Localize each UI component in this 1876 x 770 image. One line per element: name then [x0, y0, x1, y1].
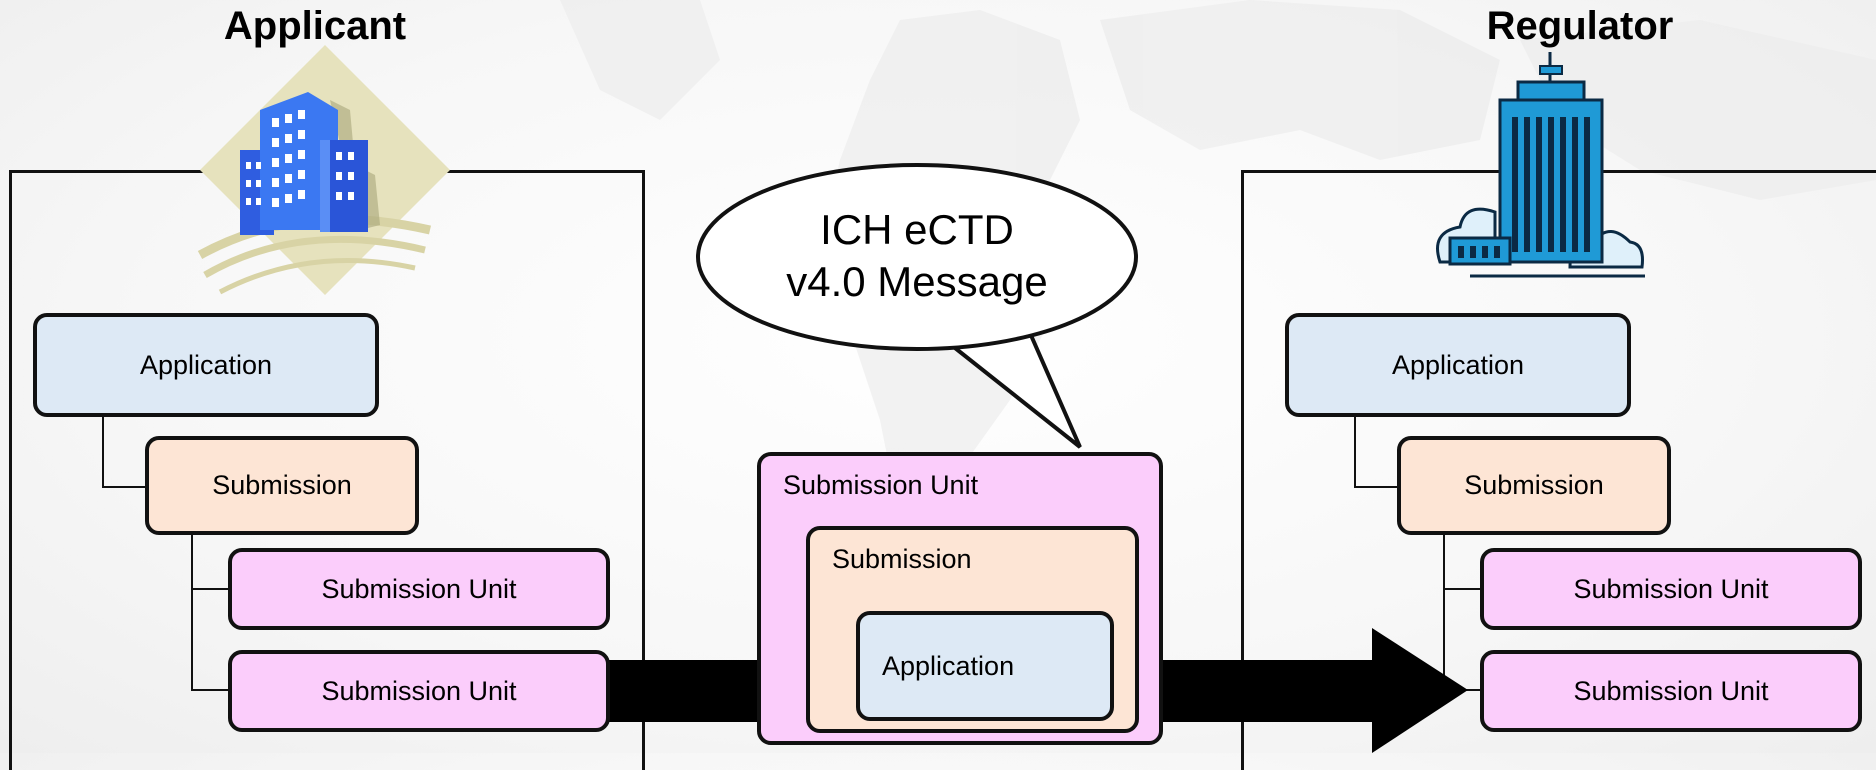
bubble-text: ICH eCTD v4.0 Message: [700, 204, 1134, 314]
bubble-line-1: ICH eCTD: [820, 206, 1014, 253]
message-submission-label: Submission: [832, 544, 972, 574]
government-building-icon: [1436, 52, 1645, 278]
regulator-submission-node: Submission: [1397, 436, 1671, 535]
applicant-submission-unit-node: Submission Unit: [228, 650, 610, 732]
speech-bubble: [696, 163, 1138, 449]
regulator-submission-unit-node: Submission Unit: [1480, 650, 1862, 732]
world-map-background: [560, 0, 1876, 560]
regulator-submission-unit-node: Submission Unit: [1480, 548, 1862, 630]
message-application: Application: [856, 611, 1114, 721]
bubble-line-2: v4.0 Message: [786, 258, 1048, 305]
applicant-application-node: Application: [33, 313, 379, 417]
office-buildings-icon: [197, 45, 450, 295]
regulator-heading: Regulator: [1486, 4, 1674, 48]
applicant-submission-node: Submission: [145, 436, 419, 535]
message-submission-unit-label: Submission Unit: [783, 470, 979, 500]
applicant-submission-unit-node: Submission Unit: [228, 548, 610, 630]
regulator-application-node: Application: [1285, 313, 1631, 417]
tree-connectors: [102, 416, 1484, 691]
applicant-heading: Applicant: [223, 4, 407, 48]
